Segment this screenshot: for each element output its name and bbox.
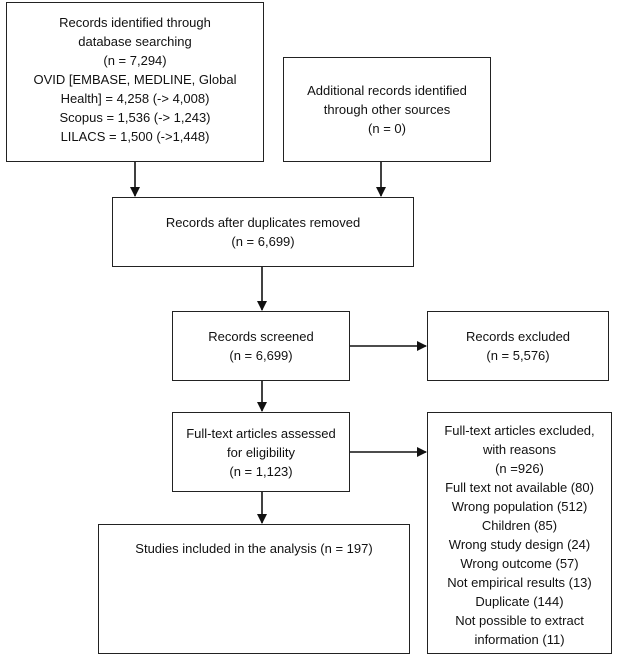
identification-line-7: LILACS = 1,500 (->1,448) bbox=[60, 129, 210, 144]
fulltext-excluded-line-4: Full text not available (80) bbox=[445, 480, 594, 495]
screened-box: Records screened (n = 6,699) bbox=[172, 311, 350, 381]
fulltext-excluded-line-2: with reasons bbox=[483, 442, 556, 457]
other-sources-line-1: Additional records identified bbox=[307, 83, 467, 98]
identification-line-3: (n = 7,294) bbox=[103, 53, 167, 68]
fulltext-excluded-line-10: Duplicate (144) bbox=[475, 594, 564, 609]
screened-line-1: Records screened bbox=[208, 329, 314, 344]
duplicates-removed-line-1: Records after duplicates removed bbox=[165, 215, 361, 230]
identification-line-6: Scopus = 1,536 (-> 1,243) bbox=[59, 110, 211, 125]
other-sources-line-3: (n = 0) bbox=[368, 121, 406, 136]
fulltext-excluded-line-7: Wrong study design (24) bbox=[448, 537, 591, 552]
fulltext-excluded-line-3: (n =926) bbox=[495, 461, 544, 476]
fulltext-excluded-box: Full-text articles excluded, with reason… bbox=[427, 412, 612, 654]
screened-line-2: (n = 6,699) bbox=[229, 348, 293, 363]
fulltext-excluded-line-11: Not possible to extract bbox=[455, 613, 584, 628]
fulltext-excluded-line-6: Children (85) bbox=[481, 518, 558, 533]
identification-line-4: OVID [EMBASE, MEDLINE, Global bbox=[33, 72, 237, 87]
included-box: Studies included in the analysis (n = 19… bbox=[98, 524, 410, 654]
identification-line-1: Records identified through bbox=[59, 15, 211, 30]
fulltext-excluded-line-12: information (11) bbox=[474, 632, 565, 647]
excluded-box: Records excluded (n = 5,576) bbox=[427, 311, 609, 381]
included-line-1: Studies included in the analysis (n = 19… bbox=[135, 541, 373, 556]
other-sources-box: Additional records identified through ot… bbox=[283, 57, 491, 162]
fulltext-excluded-line-5: Wrong population (512) bbox=[451, 499, 588, 514]
eligibility-line-2: for eligibility bbox=[227, 444, 295, 460]
eligibility-line-3: (n = 1,123) bbox=[229, 463, 293, 479]
excluded-line-2: (n = 5,576) bbox=[486, 348, 550, 363]
identification-box: Records identified through database sear… bbox=[6, 2, 264, 162]
other-sources-line-2: through other sources bbox=[323, 102, 451, 117]
duplicates-removed-line-2: (n = 6,699) bbox=[231, 234, 295, 249]
eligibility-line-1: Full-text articles assessed bbox=[186, 425, 336, 441]
fulltext-excluded-line-1: Full-text articles excluded, bbox=[444, 423, 595, 438]
fulltext-excluded-line-8: Wrong outcome (57) bbox=[460, 556, 579, 571]
excluded-line-1: Records excluded bbox=[465, 329, 571, 344]
fulltext-excluded-line-9: Not empirical results (13) bbox=[447, 575, 592, 590]
duplicates-removed-box: Records after duplicates removed (n = 6,… bbox=[112, 197, 414, 267]
identification-line-2: database searching bbox=[78, 34, 192, 49]
eligibility-box: Full-text articles assessed for eligibil… bbox=[172, 412, 350, 492]
identification-line-5: Health] = 4,258 (-> 4,008) bbox=[60, 91, 210, 106]
